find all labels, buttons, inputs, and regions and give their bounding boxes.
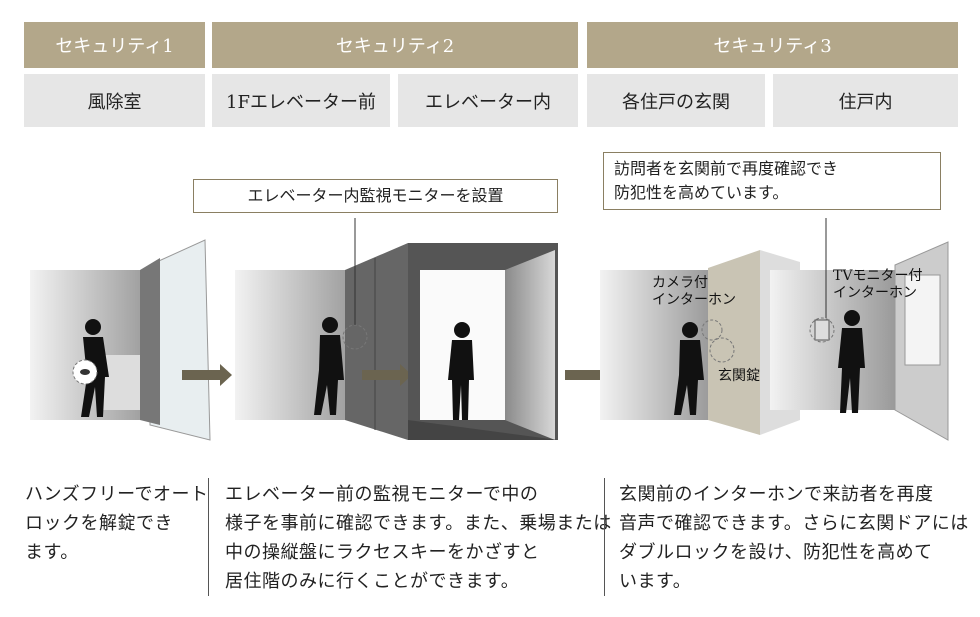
arrow-icon — [182, 364, 232, 386]
label-door-lock: 玄関錠 — [718, 368, 760, 384]
desc-line: 様子を事前に確認できます。また、乗場または — [225, 513, 612, 534]
label-line: TVモニター付 — [833, 268, 923, 284]
location-elevator-hall: 1Fエレベーター前 — [212, 74, 390, 127]
header-security-2: セキュリティ2 — [212, 22, 578, 68]
header-security-1: セキュリティ1 — [24, 22, 205, 68]
desc-line: ハンズフリーでオート — [25, 484, 209, 505]
location-entrance: 各住戸の玄関 — [587, 74, 765, 127]
desc-line: 玄関前のインターホンで来訪者を再度 — [619, 484, 934, 505]
callout-line: 防犯性を高めています。 — [614, 183, 789, 202]
home-wall — [770, 270, 895, 410]
vestibule-side-wall — [140, 258, 160, 425]
person-silhouette — [448, 322, 474, 420]
header-security-3: セキュリティ3 — [587, 22, 958, 68]
divider — [604, 478, 605, 596]
callout-elevator-monitor: エレベーター内監視モニターを設置 — [193, 179, 558, 213]
desc-line: 中の操縦盤にラクセスキーをかざすと — [225, 542, 540, 563]
lock-highlight — [709, 337, 735, 363]
divider — [208, 478, 209, 596]
callout-line: 訪問者を玄関前で再度確認でき — [614, 159, 839, 178]
illustration — [30, 218, 949, 441]
person-silhouette — [314, 317, 344, 415]
desc-line: 居住階のみに行くことができます。 — [225, 571, 520, 592]
tv-intercom — [814, 319, 830, 341]
desc-line: エレベーター前の監視モニターで中の — [225, 484, 539, 505]
arrow-icon — [362, 364, 412, 386]
person-silhouette — [674, 322, 704, 415]
location-elevator-inside: エレベーター内 — [398, 74, 578, 127]
description-security-2: エレベーター前の監視モニターで中の 様子を事前に確認できます。また、乗場または … — [225, 480, 612, 596]
arrow-icon — [565, 364, 615, 386]
elevator-door — [345, 243, 408, 440]
label-line: インターホン — [652, 292, 736, 308]
label-camera-intercom: カメラ付 インターホン — [652, 275, 736, 309]
label-line: インターホン — [833, 285, 917, 301]
location-vestibule: 風除室 — [24, 74, 205, 127]
desc-line: ます。 — [25, 542, 79, 563]
person-silhouette — [838, 310, 865, 413]
callout-door-check: 訪問者を玄関前で再度確認でき 防犯性を高めています。 — [603, 152, 941, 210]
desc-line: 音声で確認できます。さらに玄関ドアには — [619, 513, 969, 534]
description-security-3: 玄関前のインターホンで来訪者を再度 音声で確認できます。さらに玄関ドアには ダブ… — [619, 480, 969, 596]
desc-line: ロックを解錠でき — [25, 513, 173, 534]
label-line: カメラ付 — [652, 275, 708, 291]
description-security-1: ハンズフリーでオート ロックを解錠でき ます。 — [25, 480, 209, 567]
label-tv-intercom: TVモニター付 インターホン — [833, 268, 922, 302]
intercom-highlight — [701, 319, 723, 341]
front-door — [708, 250, 760, 435]
desc-line: います。 — [619, 571, 692, 592]
desc-line: ダブルロックを設け、防犯性を高めて — [619, 542, 933, 563]
window — [904, 274, 941, 366]
location-home: 住戸内 — [773, 74, 958, 127]
